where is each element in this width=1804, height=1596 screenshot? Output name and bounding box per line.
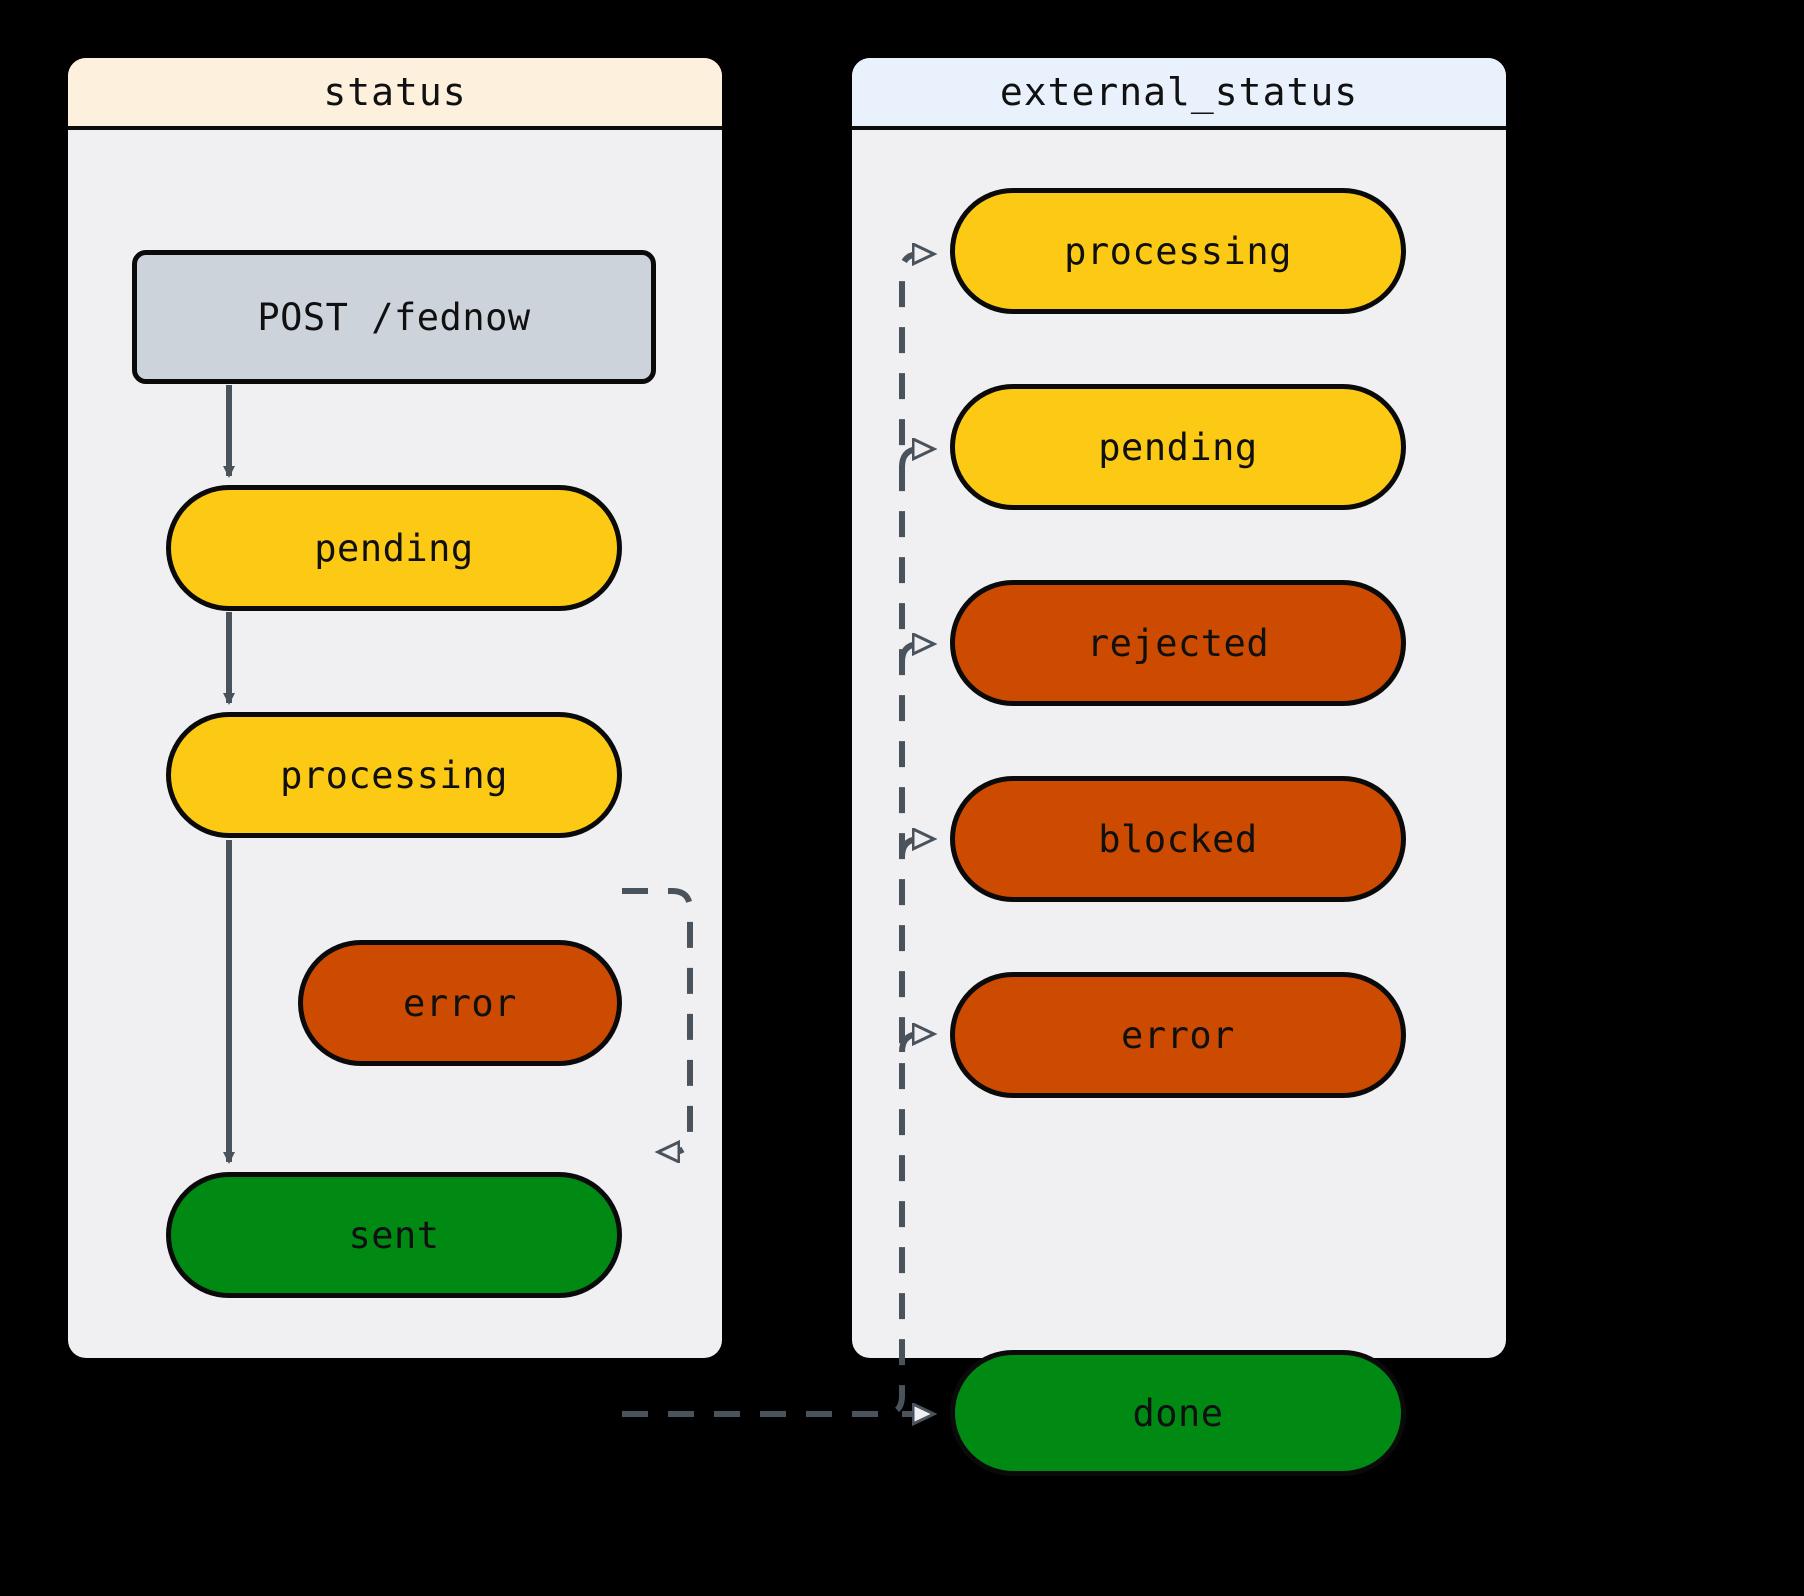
edge-branch-ext-pending <box>899 449 932 468</box>
edge-processing-to-error <box>622 888 693 1152</box>
edge-branch-ext-error <box>899 1034 932 1053</box>
edge-sent-trunk <box>622 254 932 1417</box>
node-ext-error-label: error <box>1121 1013 1235 1057</box>
node-ext-rejected-label: rejected <box>1086 621 1270 665</box>
node-error-label: error <box>403 981 517 1025</box>
panel-external-status-header: external_status <box>852 58 1506 130</box>
node-processing[interactable]: processing <box>166 712 622 838</box>
edge-branch-ext-rejected <box>899 644 932 663</box>
panel-status-title: status <box>323 70 467 114</box>
node-pending-label: pending <box>314 526 474 570</box>
node-ext-processing-label: processing <box>1064 229 1292 273</box>
node-ext-done[interactable]: done <box>950 1350 1406 1476</box>
node-ext-blocked-label: blocked <box>1098 817 1258 861</box>
node-post-fednow[interactable]: POST /fednow <box>132 250 656 384</box>
node-ext-rejected[interactable]: rejected <box>950 580 1406 706</box>
node-post-fednow-label: POST /fednow <box>257 295 531 339</box>
edge-branch-ext-blocked <box>899 839 932 858</box>
node-ext-error[interactable]: error <box>950 972 1406 1098</box>
node-ext-done-label: done <box>1132 1391 1224 1435</box>
node-processing-label: processing <box>280 753 508 797</box>
node-pending[interactable]: pending <box>166 485 622 611</box>
panel-status-header: status <box>68 58 722 130</box>
node-ext-processing[interactable]: processing <box>950 188 1406 314</box>
node-ext-blocked[interactable]: blocked <box>950 776 1406 902</box>
node-ext-pending[interactable]: pending <box>950 384 1406 510</box>
panel-external-status-title: external_status <box>999 70 1359 114</box>
node-sent[interactable]: sent <box>166 1172 622 1298</box>
node-sent-label: sent <box>348 1213 440 1257</box>
node-error[interactable]: error <box>298 940 622 1066</box>
node-ext-pending-label: pending <box>1098 425 1258 469</box>
